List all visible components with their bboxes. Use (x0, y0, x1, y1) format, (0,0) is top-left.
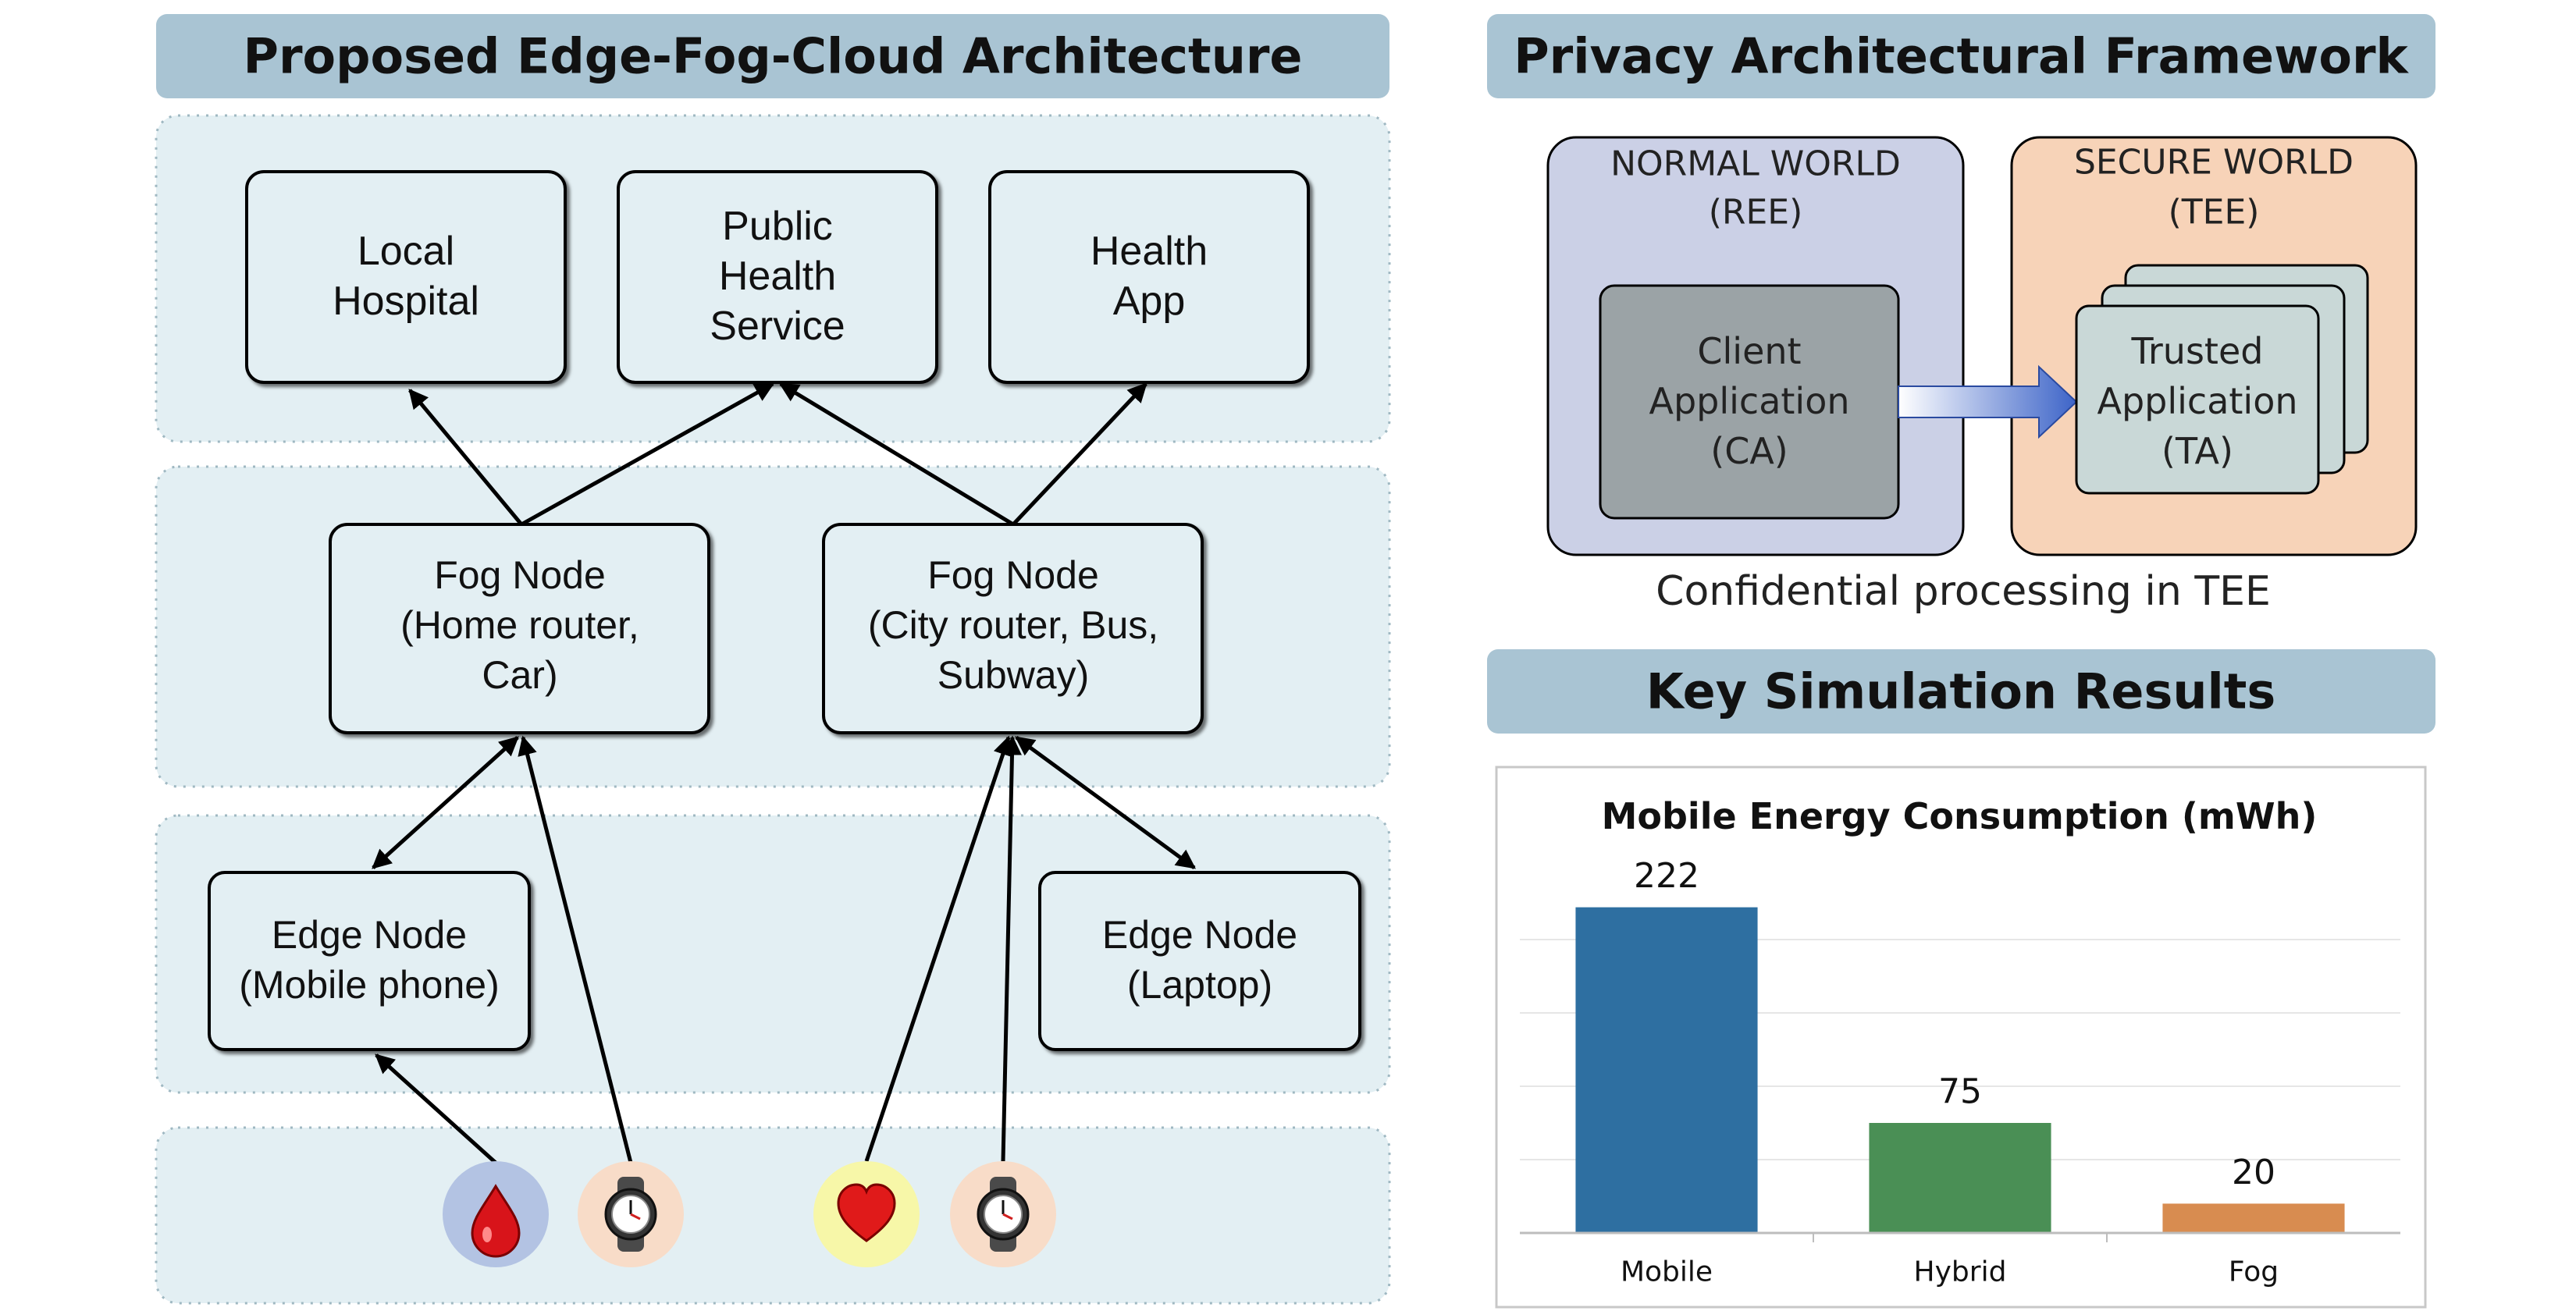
connection-arrows (372, 382, 1197, 1164)
edge-node-laptop: Edge Node (Laptop) (1038, 871, 1361, 1051)
privacy-title-banner (1487, 14, 2435, 98)
trusted-app-line: Trusted (2131, 330, 2264, 372)
node-label-line: Health (719, 254, 836, 299)
privacy-caption: Confidential processing in TEE (1656, 568, 2271, 615)
node-label-line: Subway) (938, 653, 1090, 697)
arrow-fog2-to-public-health (778, 382, 1015, 527)
results-title-banner (1487, 649, 2435, 734)
secure-world-label: SECURE WORLD (2074, 143, 2354, 183)
left-title: Proposed Edge-Fog-Cloud Architecture (244, 28, 1303, 85)
node-label-line: Fog Node (434, 553, 606, 597)
node-label-line: Fog Node (927, 553, 1099, 597)
bar-value-label: 75 (1938, 1072, 1982, 1112)
arrow-fog2-edge2-bidirectional (1014, 735, 1197, 870)
cloud-node-local-hospital: Local Hospital (245, 170, 567, 384)
node-label-line: (Home router, (400, 603, 639, 647)
trusted-application-stack: Trusted Application (TA) (2075, 264, 2369, 495)
node-label-line: (City router, Bus, (868, 603, 1158, 647)
arrow-fog1-to-local-hospital (408, 389, 523, 526)
arrow-watch1-to-fog1 (518, 735, 633, 1164)
bar-value-label: 222 (1634, 856, 1699, 896)
bar-mobile (1575, 907, 1758, 1233)
arrow-fog1-to-public-health (520, 382, 775, 527)
fog-node-city: Fog Node (City router, Bus, Subway) (822, 523, 1204, 734)
edge-node-mobile-phone: Edge Node (Mobile phone) (208, 871, 531, 1051)
chart-title: Mobile Energy Consumption (mWh) (1602, 795, 2318, 837)
secure-world-sublabel: (TEE) (2169, 193, 2260, 233)
sensor-smartwatch-1 (578, 1161, 684, 1267)
arrow-drop-to-edge1 (375, 1053, 497, 1164)
ca-to-ta-arrow (1898, 364, 2078, 439)
node-label-line: App (1113, 279, 1186, 324)
node-label-line: (Laptop) (1127, 963, 1272, 1007)
normal-world-label: NORMAL WORLD (1610, 144, 1901, 184)
node-label-line: Local (358, 229, 454, 274)
x-tick-label: Fog (2229, 1256, 2279, 1288)
sensor-heart (813, 1161, 920, 1267)
chart-bars: 222 75 20 (1575, 856, 2345, 1233)
privacy-title: Privacy Architectural Framework (1514, 28, 2409, 85)
node-label-line: Edge Node (1102, 913, 1297, 957)
arrow-watch2-to-fog2 (1001, 735, 1022, 1162)
node-label-line: Health (1091, 229, 1208, 274)
node-label-line: Hospital (333, 279, 479, 324)
node-label-line: Public (722, 204, 833, 249)
chart-ticks: Mobile Hybrid Fog (1621, 1233, 2279, 1288)
x-tick-label: Hybrid (1914, 1256, 2007, 1288)
bar-value-label: 20 (2232, 1153, 2275, 1192)
fog-node-home: Fog Node (Home router, Car) (329, 523, 710, 734)
heart-icon (837, 1183, 896, 1242)
bar-fog (2162, 1203, 2345, 1233)
client-app-line: Client (1697, 330, 1801, 372)
x-tick-label: Mobile (1621, 1256, 1713, 1288)
left-title-banner (156, 14, 1389, 98)
arrow-heart-to-fog2 (864, 735, 1012, 1162)
sensor-tier (155, 1126, 1391, 1305)
arrow-fog2-to-health-app (1012, 382, 1147, 526)
client-application-box: Client Application (CA) (1599, 284, 1900, 520)
results-title: Key Simulation Results (1646, 663, 2276, 720)
trusted-app-line: Application (2097, 380, 2297, 422)
client-app-line: (CA) (1710, 430, 1788, 472)
client-app-line: Application (1649, 380, 1849, 422)
node-label-line: (Mobile phone) (239, 963, 500, 1007)
node-label-line: Service (710, 304, 845, 349)
cloud-node-public-health-service: Public Health Service (617, 170, 938, 384)
node-label-line: Edge Node (272, 913, 467, 957)
bar-hybrid (1869, 1123, 2051, 1233)
smartwatch-icon (604, 1177, 657, 1252)
cloud-node-health-app: Health App (988, 170, 1310, 384)
bar-chart: Mobile Energy Consumption (mWh) 2227520 … (1495, 766, 2427, 1309)
sensor-smartwatch-2 (950, 1161, 1056, 1267)
node-label-line: Car) (482, 653, 557, 697)
trusted-app-line: (TA) (2161, 430, 2233, 472)
arrow-edge1-fog1-bidirectional (372, 736, 519, 869)
smartwatch-icon (977, 1177, 1030, 1252)
normal-world-sublabel: (REE) (1709, 193, 1803, 233)
sensor-blood-drop (443, 1161, 549, 1267)
